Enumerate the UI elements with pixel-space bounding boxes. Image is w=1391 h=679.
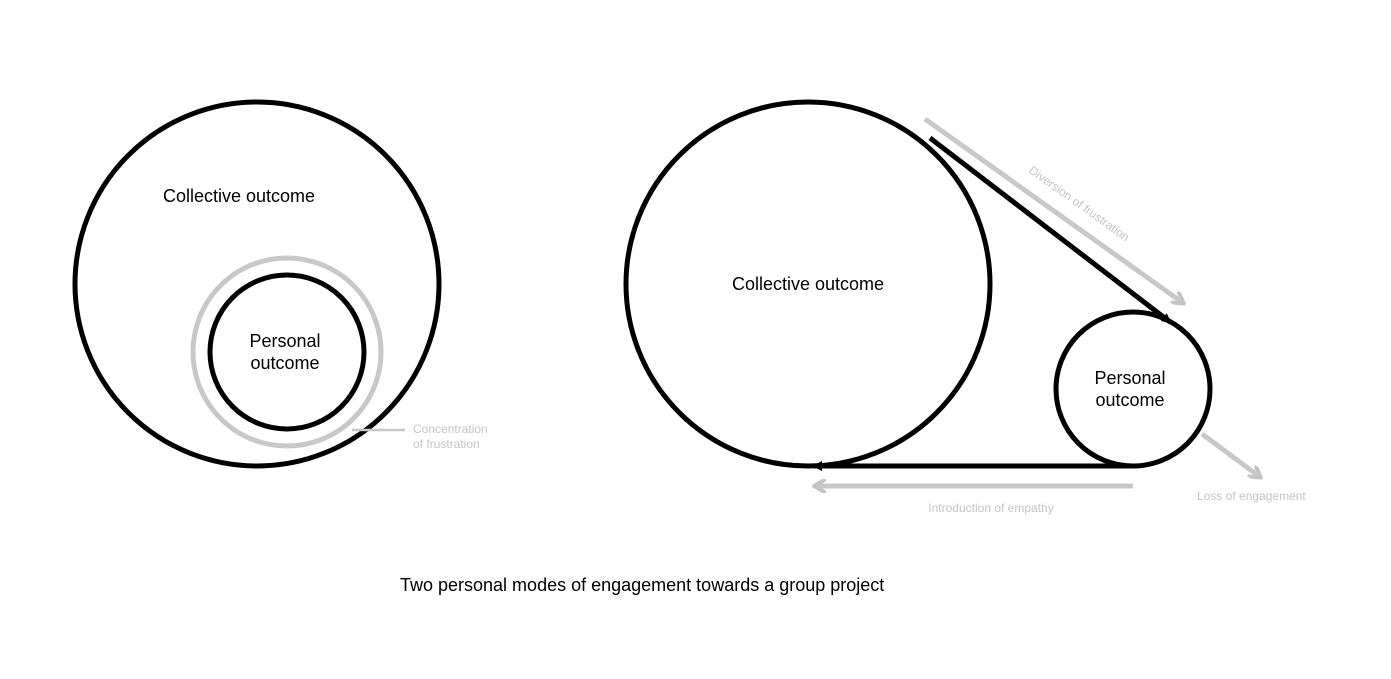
left-personal-label-line2: outcome [250,353,319,373]
left-annotation-line2: of frustration [413,437,480,451]
left-personal-label-line1: Personal [249,331,320,351]
right-personal-label-line1: Personal [1094,368,1165,388]
diversion-arrow [923,116,1183,303]
left-frustration-ring [190,255,384,449]
loss-arrow [1200,431,1260,477]
empathy-label: Introduction of empathy [928,501,1053,515]
right-tangent-upper-arrow [928,136,1172,324]
right-personal-circle [1053,309,1213,469]
right-diagram: Collective outcome Personal outcome Dive… [623,99,1306,515]
figure-caption: Two personal modes of engagement towards… [400,575,884,595]
left-annotation-line1: Concentration [413,422,488,436]
left-personal-circle [207,272,367,432]
loss-label: Loss of engagement [1197,489,1306,503]
right-personal-label-line2: outcome [1095,390,1164,410]
right-collective-circle [623,99,993,469]
left-collective-label: Collective outcome [163,186,315,206]
left-collective-circle [72,99,442,469]
right-collective-label: Collective outcome [732,274,884,294]
left-diagram: Collective outcome Personal outcome Conc… [72,99,488,469]
